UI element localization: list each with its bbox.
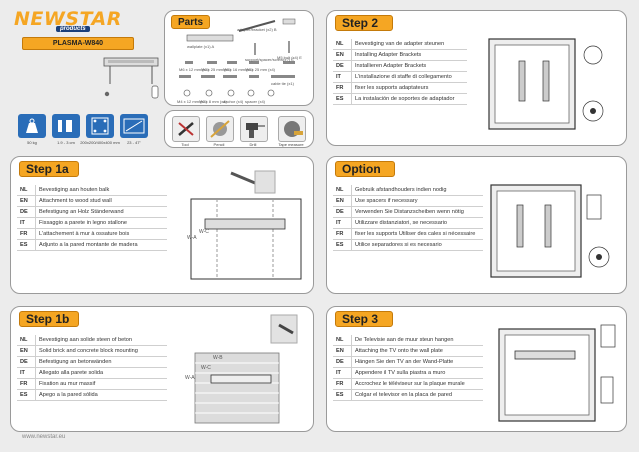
tool-label-pencil: Pencil bbox=[213, 142, 225, 147]
step3-illustration bbox=[498, 324, 616, 422]
step1b-illustration bbox=[194, 314, 298, 424]
product-illustration bbox=[103, 57, 159, 99]
model-label: PLASMA-W840 bbox=[22, 37, 134, 50]
step1b-label-wc: W-C bbox=[201, 365, 211, 371]
parts-label-tie: cable tie (x1) bbox=[271, 81, 294, 86]
tool-label-drill: Drill bbox=[249, 142, 257, 147]
parts-label-m6b: M6 x 25 mm (x4) bbox=[201, 67, 232, 72]
parts-label-m8b: M8 x 25 mm (x4) bbox=[245, 67, 276, 72]
parts-drawings bbox=[179, 18, 296, 97]
spec-screen-label: 23 - 47" bbox=[127, 140, 141, 145]
parts-label-anchor: anchor (x4) bbox=[223, 99, 244, 104]
option-illustration bbox=[490, 184, 610, 278]
spec-distance-label: 1.9 - 3 cm bbox=[57, 140, 75, 145]
tool-icon bbox=[172, 116, 200, 142]
drill-icon bbox=[240, 116, 268, 142]
brand-name: NEWSTAR bbox=[14, 8, 122, 30]
step1b-label-wa: W-A bbox=[185, 375, 195, 381]
weight-icon bbox=[18, 114, 46, 138]
step3-title: Step 3 bbox=[335, 311, 393, 327]
step1a-illustration bbox=[190, 170, 302, 280]
screen-size-icon bbox=[120, 114, 148, 138]
parts-label-spacer: spacer (x4) bbox=[245, 99, 266, 104]
parts-label-a: wallplate (x1) A bbox=[187, 44, 215, 49]
pencil-icon bbox=[206, 116, 234, 142]
vesa-icon bbox=[86, 114, 114, 138]
parts-label-m6s: M6 x 8 mm (x4) bbox=[199, 99, 227, 104]
tape-measure-icon bbox=[278, 116, 306, 142]
step2-title: Step 2 bbox=[335, 15, 393, 31]
parts-label-m6: M6 x 12 mm (x4) bbox=[179, 67, 210, 72]
step2-illustration bbox=[488, 38, 604, 130]
tool-label-tape: Tape measure bbox=[278, 142, 304, 147]
parts-label-b: adapter/bracket (x2) B bbox=[237, 27, 277, 32]
parts-title: Parts bbox=[171, 15, 211, 29]
option-title: Option bbox=[335, 161, 395, 177]
step1b-label-wb: W-B bbox=[213, 355, 223, 361]
brand-sub: products bbox=[56, 26, 90, 32]
step1b-title: Step 1b bbox=[19, 311, 79, 327]
step1a-label-wa: W-A bbox=[187, 235, 197, 241]
tool-label-tool: Tool bbox=[181, 142, 189, 147]
spec-vesa-label: 200x200/400x400 mm bbox=[80, 140, 120, 145]
parts-label-m8: M8 x 16 mm (x4) bbox=[223, 67, 254, 72]
spec-weight-label: 50 kg bbox=[27, 140, 37, 145]
distance-icon bbox=[52, 114, 80, 138]
parts-label-c: support/spacer/screw(x?) C bbox=[245, 57, 294, 62]
footer-url: www.newstar.eu bbox=[22, 434, 66, 440]
parts-panel: Parts wallplate (x1) A adapter/bracket (… bbox=[164, 10, 314, 106]
parts-label-m4: M4 x 12 mm (x4) bbox=[177, 99, 208, 104]
step1a-title: Step 1a bbox=[19, 161, 79, 177]
step1a-label-wc: W-C bbox=[199, 229, 209, 235]
parts-label-e: M5 bolt (x4) E bbox=[277, 55, 302, 60]
